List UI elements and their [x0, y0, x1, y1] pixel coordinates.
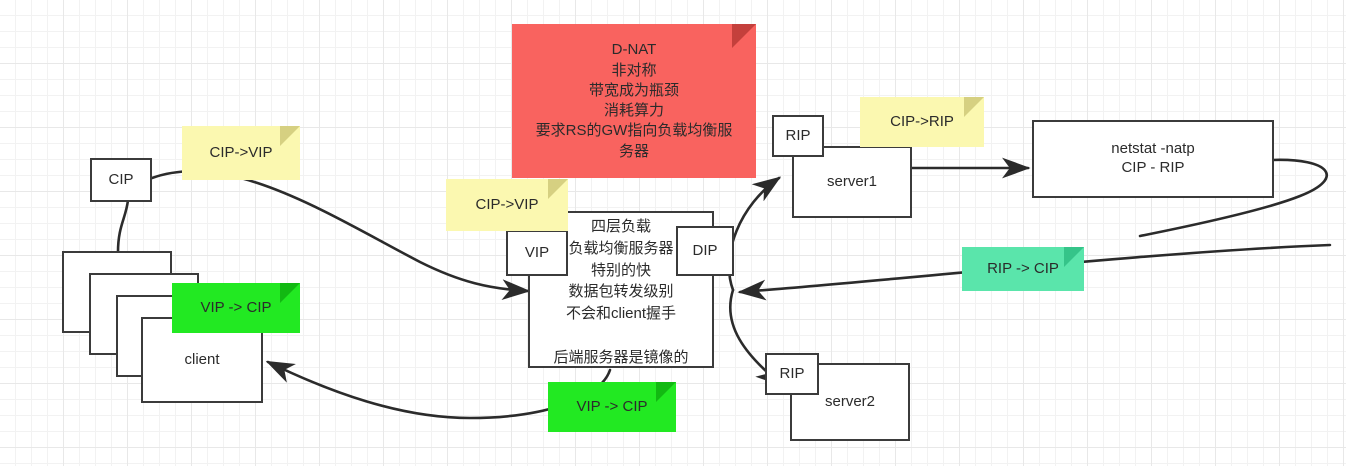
node-rip-server2-label: RIP [779, 364, 805, 382]
note-fold-icon [280, 283, 300, 303]
note-rip-to-cip[interactable]: RIP -> CIP [962, 247, 1084, 291]
node-dip-label: DIP [692, 241, 718, 259]
note-vip-to-cip-top-label: VIP -> CIP [200, 298, 272, 316]
edge-dip-to-server1 [727, 176, 782, 292]
note-cip-to-vip-mid-label: CIP->VIP [475, 195, 539, 213]
node-server2-label: server2 [824, 392, 876, 410]
note-fold-icon [656, 382, 676, 402]
node-server1[interactable]: server1 [792, 146, 912, 218]
node-client-label: client [184, 350, 220, 368]
note-cip-to-rip-label: CIP->RIP [890, 112, 954, 130]
note-cip-to-rip[interactable]: CIP->RIP [860, 97, 984, 147]
note-vip-to-cip-top[interactable]: VIP -> CIP [172, 283, 300, 333]
note-cip-to-vip-left[interactable]: CIP->VIP [182, 126, 300, 180]
node-vip-label: VIP [524, 243, 550, 261]
note-dnat-label: D-NAT 非对称 带宽成为瓶颈 消耗算力 要求RS的GW指向负载均衡服 务器 [535, 41, 733, 160]
edge-cip-to-clientstack [116, 198, 130, 254]
note-cip-to-vip-left-label: CIP->VIP [209, 143, 273, 161]
edge-netstat-loop [1138, 158, 1328, 238]
note-fold-icon [732, 24, 756, 48]
node-rip-server1[interactable]: RIP [772, 115, 824, 157]
node-rip-server2[interactable]: RIP [765, 353, 819, 395]
note-vip-to-cip-bottom-label: VIP -> CIP [576, 397, 648, 415]
note-cip-to-vip-mid[interactable]: CIP->VIP [446, 179, 568, 231]
note-fold-icon [1064, 247, 1084, 267]
node-rip-server1-label: RIP [785, 126, 811, 144]
node-netstat[interactable]: netstat -natp CIP - RIP [1032, 120, 1274, 198]
note-vip-to-cip-bottom[interactable]: VIP -> CIP [548, 382, 676, 432]
note-fold-icon [964, 97, 984, 117]
node-dip[interactable]: DIP [676, 226, 734, 276]
node-cip[interactable]: CIP [90, 158, 152, 202]
note-rip-to-cip-label: RIP -> CIP [987, 259, 1059, 277]
note-fold-icon [280, 126, 300, 146]
node-vip[interactable]: VIP [506, 230, 568, 276]
node-server1-label: server1 [826, 172, 878, 190]
note-dnat[interactable]: D-NAT 非对称 带宽成为瓶颈 消耗算力 要求RS的GW指向负载均衡服 务器 [512, 24, 756, 178]
note-fold-icon [548, 179, 568, 199]
node-cip-label: CIP [108, 170, 134, 188]
node-netstat-label: netstat -natp CIP - RIP [1111, 140, 1195, 176]
